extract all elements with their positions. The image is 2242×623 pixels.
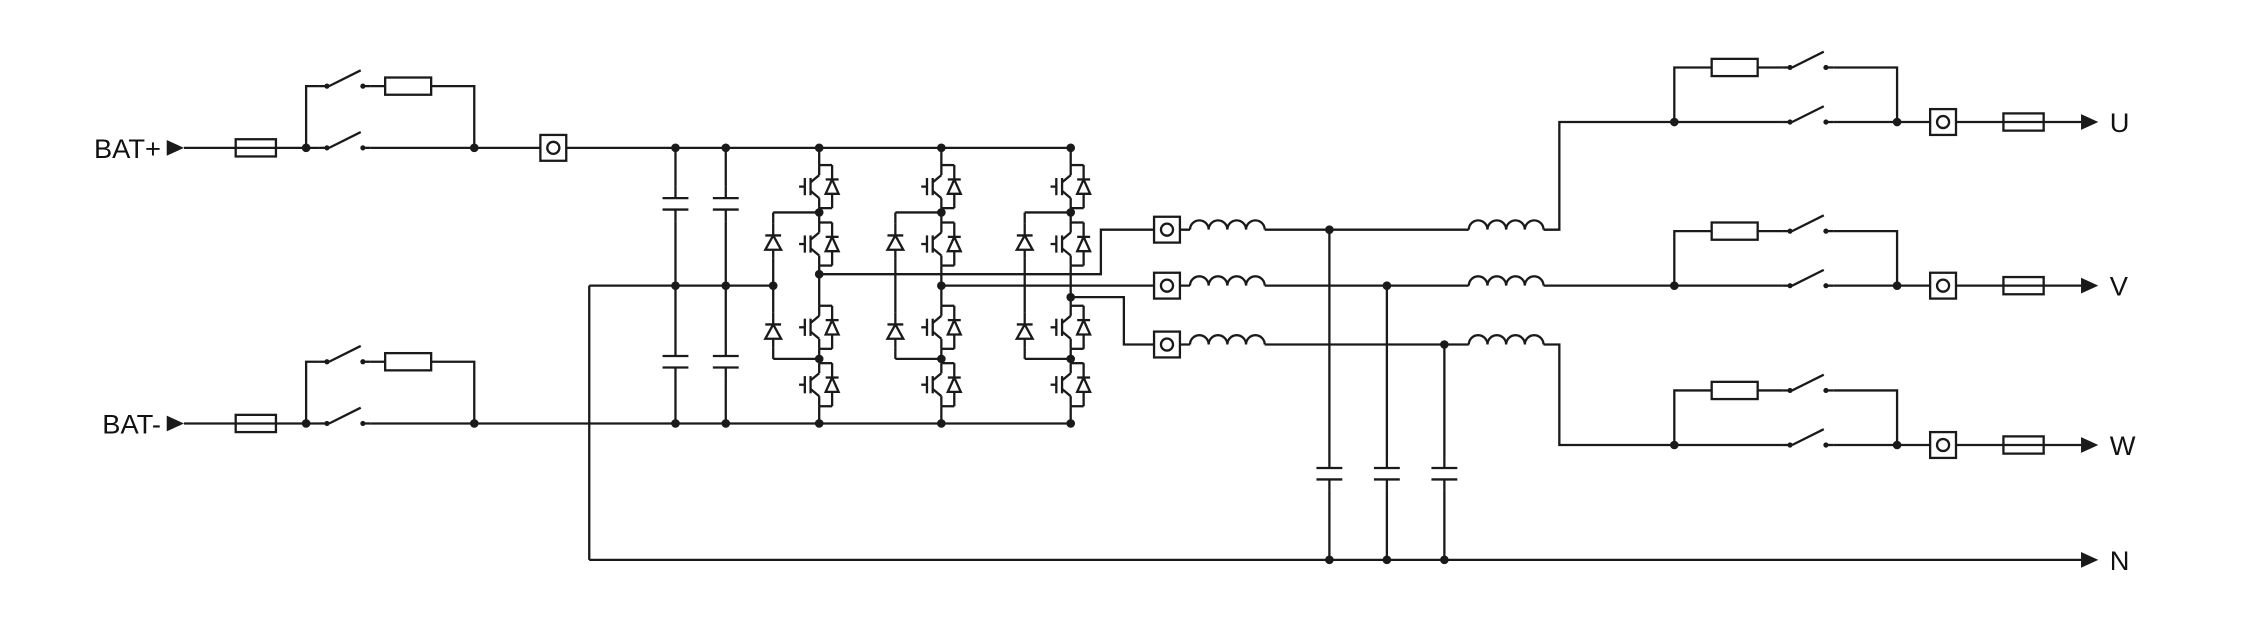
circuit-graphics: [165, 50, 2100, 569]
dc-link-capacitor-icon: [711, 185, 740, 223]
phase-u-current-sensor-icon: [1152, 215, 1182, 244]
phase-w-label: W: [2110, 430, 2136, 461]
phase-v-output-relay-icon: [1780, 268, 1835, 290]
phase-u-label: U: [2110, 107, 2130, 138]
phase-v-label: V: [2110, 271, 2129, 302]
filter-inductor-icon: [1188, 219, 1266, 231]
dc-link-capacitor-icon: [661, 185, 690, 223]
neutral-label: N: [2110, 545, 2130, 576]
clamp-diode-icon: [1015, 311, 1034, 349]
phase-w-output-branch: [1673, 373, 2100, 460]
igbt-icon: [1049, 304, 1092, 350]
dc-link-capacitor-icon: [711, 343, 740, 381]
filter-inductor-icon: [1188, 275, 1266, 287]
igbt-icon: [920, 304, 962, 350]
phase-u-bypass-switch-icon: [1780, 50, 1835, 72]
clamp-diode-icon: [764, 222, 783, 260]
igbt-icon: [1049, 163, 1092, 210]
igbt-icon: [797, 362, 840, 408]
bat-plus-main-contactor-icon: [317, 130, 372, 152]
igbt-icon: [920, 221, 962, 267]
phase-v-terminal-arrow-icon: [2079, 276, 2100, 295]
phase-u-output-branch: [1673, 50, 2100, 137]
phase-w-current-sensor-icon: [1152, 330, 1182, 359]
bat-plus-precharge-switch-icon: [317, 69, 372, 90]
igbt-icon: [920, 362, 962, 408]
phase-w-bypass-resistor-icon: [1710, 380, 1759, 401]
bat-plus-precharge-resistor-icon: [384, 76, 433, 96]
phase-v-output-sensor-icon: [1928, 271, 1958, 300]
filter-capacitor-icon: [1372, 455, 1401, 493]
phase-u-output-fuse-icon: [2002, 112, 2045, 132]
neutral-terminal-arrow-icon: [2079, 550, 2100, 569]
filter-inductor-icon: [1467, 219, 1545, 231]
phase-fanout-wires: [819, 228, 1155, 346]
phase-v-current-sensor-icon: [1152, 271, 1182, 300]
clamp-diode-icon: [886, 222, 905, 260]
phase-w-terminal-arrow-icon: [2079, 435, 2100, 455]
igbt-icon: [797, 221, 840, 267]
bat-minus-main-contactor-icon: [317, 406, 372, 428]
clamp-diode-icon: [764, 311, 783, 349]
filter-capacitor-icon: [1315, 455, 1344, 493]
bat-minus-label: BAT-: [102, 409, 161, 440]
neutral-rail: [589, 550, 2100, 569]
phase-w-output-sensor-icon: [1928, 430, 1958, 460]
clamp-diode-icon: [1015, 222, 1034, 260]
igbt-icon: [1049, 221, 1092, 267]
phase-w-output-relay-icon: [1780, 428, 1835, 449]
bat-minus-terminal-arrow-icon: [165, 414, 186, 433]
phase-v-bypass-resistor-icon: [1710, 221, 1759, 241]
phase-v-bypass-switch-icon: [1780, 214, 1835, 235]
bat-plus-terminal-arrow-icon: [165, 138, 186, 157]
phase-u-output-sensor-icon: [1928, 107, 1958, 137]
ac-filter-section: [1152, 120, 1675, 560]
junction-dots: [301, 117, 1902, 565]
phase-w-output-fuse-icon: [2002, 435, 2045, 455]
igbt-icon: [797, 304, 840, 350]
phase-u-output-relay-icon: [1780, 105, 1835, 126]
bat-minus-precharge-switch-icon: [317, 344, 372, 366]
filter-inductor-icon: [1467, 334, 1545, 346]
filter-inductor-icon: [1188, 334, 1266, 346]
phase-u-bypass-resistor-icon: [1710, 57, 1759, 78]
filter-capacitor-icon: [1430, 455, 1459, 493]
bat-minus-input-branch: [165, 344, 1071, 434]
bat-plus-label: BAT+: [94, 133, 161, 164]
phase-v-output-branch: [1673, 214, 2100, 300]
clamp-diode-icon: [886, 311, 905, 349]
bat-plus-current-sensor-icon: [539, 133, 568, 162]
bat-plus-fuse-icon: [234, 138, 278, 158]
filter-inductor-icon: [1467, 275, 1545, 287]
bat-minus-precharge-resistor-icon: [384, 351, 433, 372]
dc-link-capacitor-icon: [661, 343, 690, 381]
phase-u-terminal-arrow-icon: [2079, 112, 2100, 132]
igbt-icon: [797, 163, 840, 210]
phase-w-bypass-switch-icon: [1780, 373, 1835, 395]
igbt-icon: [920, 163, 962, 210]
dc-link-section: [588, 147, 774, 560]
bat-minus-fuse-icon: [234, 413, 278, 434]
igbt-icon: [1049, 362, 1092, 408]
phase-v-output-fuse-icon: [2002, 275, 2045, 296]
